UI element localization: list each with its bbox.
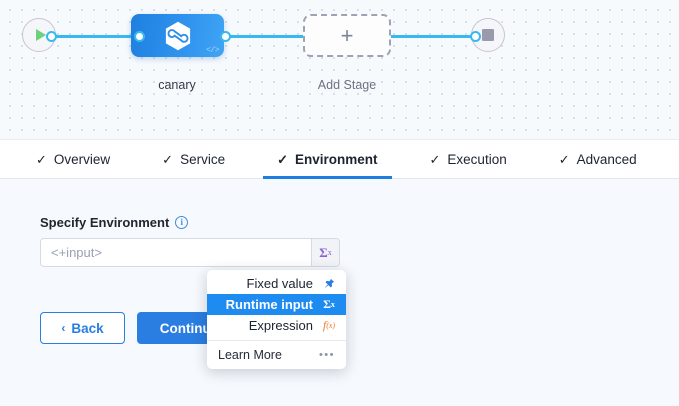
sigma-glyph: Σ bbox=[323, 297, 331, 311]
check-icon: ✓ bbox=[36, 151, 47, 167]
stage-label-canary: canary bbox=[158, 78, 196, 92]
dropdown-item-expression[interactable]: Expression f(x) bbox=[207, 315, 346, 336]
code-badge-icon: </> bbox=[206, 46, 219, 55]
port-start-output[interactable] bbox=[46, 31, 57, 42]
tab-label: Advanced bbox=[576, 151, 637, 167]
check-icon: ✓ bbox=[558, 151, 570, 167]
harness-hexagon-icon bbox=[165, 21, 190, 50]
step-tabbar: ✓ Overview ✓ Service ✓ Environment ✓ Exe… bbox=[0, 140, 679, 179]
edge-start-to-canary bbox=[48, 35, 140, 38]
field-label-text: Specify Environment bbox=[40, 215, 170, 230]
plus-icon: + bbox=[340, 22, 354, 48]
stage-node-canary[interactable]: </> bbox=[131, 14, 224, 57]
edge-canary-to-addstage bbox=[226, 35, 310, 38]
tab-label: Overview bbox=[53, 151, 111, 167]
check-icon: ✓ bbox=[162, 151, 174, 167]
pin-icon bbox=[322, 278, 336, 290]
back-button-label: Back bbox=[71, 320, 104, 336]
more-options-icon[interactable]: ••• bbox=[318, 349, 335, 361]
sigma-glyph: Σ bbox=[319, 244, 328, 260]
dropdown-divider bbox=[207, 340, 346, 341]
chevron-left-icon: ‹ bbox=[61, 321, 66, 335]
tab-service[interactable]: ✓ Service bbox=[148, 140, 239, 178]
environment-input-row[interactable]: Σx bbox=[40, 238, 340, 267]
learn-more-label: Learn More bbox=[218, 348, 282, 362]
dropdown-item-label: Fixed value bbox=[246, 276, 313, 291]
tab-label: Service bbox=[180, 151, 226, 167]
tab-execution[interactable]: ✓ Execution bbox=[416, 140, 521, 178]
tab-environment[interactable]: ✓ Environment bbox=[263, 140, 392, 179]
dropdown-learn-more[interactable]: Learn More ••• bbox=[207, 341, 346, 369]
dropdown-item-label: Runtime input bbox=[225, 297, 313, 312]
check-icon: ✓ bbox=[429, 151, 441, 167]
dropdown-item-label: Expression bbox=[248, 318, 313, 333]
tab-advanced[interactable]: ✓ Advanced bbox=[545, 140, 651, 178]
fx-icon: f(x) bbox=[322, 318, 336, 332]
add-stage-button[interactable]: + bbox=[303, 14, 391, 57]
fx-glyph: f bbox=[322, 318, 327, 332]
add-stage-label: Add Stage bbox=[317, 78, 377, 92]
port-canary-output[interactable] bbox=[220, 31, 231, 42]
pipeline-canvas[interactable]: </> canary + Add Stage bbox=[0, 0, 679, 140]
continue-button-label: Continue bbox=[159, 320, 219, 336]
edge-addstage-to-end bbox=[390, 35, 476, 38]
stop-icon bbox=[482, 29, 494, 41]
port-canary-input[interactable] bbox=[134, 31, 145, 42]
check-icon: ✓ bbox=[277, 151, 288, 167]
tab-label: Execution bbox=[447, 151, 507, 167]
sigma-sup: x bbox=[327, 248, 332, 257]
tab-label: Environment bbox=[295, 151, 378, 167]
play-icon bbox=[35, 29, 46, 41]
specify-environment-label: Specify Environment i bbox=[40, 215, 189, 230]
port-end-input[interactable] bbox=[470, 31, 481, 42]
back-button[interactable]: ‹ Back bbox=[40, 312, 125, 344]
info-icon[interactable]: i bbox=[175, 216, 189, 229]
environment-input[interactable] bbox=[41, 239, 311, 266]
dropdown-item-fixed-value[interactable]: Fixed value bbox=[207, 273, 346, 294]
tab-overview[interactable]: ✓ Overview bbox=[22, 140, 124, 178]
